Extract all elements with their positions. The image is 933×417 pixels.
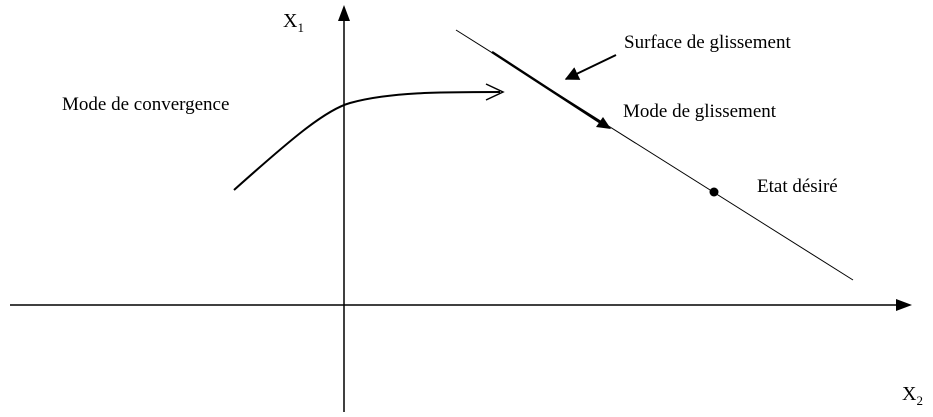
surface-pointer-arrow xyxy=(564,54,617,80)
x2-axis-subscript: 2 xyxy=(916,393,923,408)
x1-axis-arrowhead xyxy=(338,5,350,21)
x1-axis-letter: X xyxy=(283,10,298,32)
x2-axis-label: X2 xyxy=(902,383,923,408)
sliding-mode-arrowhead xyxy=(596,117,611,129)
x2-axis-arrowhead xyxy=(896,299,912,311)
x1-axis-subscript: 1 xyxy=(297,20,304,35)
sliding-mode-arrow xyxy=(491,50,605,127)
desired-state-point xyxy=(709,187,719,197)
surface-label: Surface de glissement xyxy=(624,32,791,53)
desired-state-label: Etat désiré xyxy=(757,176,838,197)
sliding-label: Mode de glissement xyxy=(623,101,777,122)
x2-axis-letter: X xyxy=(902,383,917,405)
convergence-curve xyxy=(233,91,501,191)
x1-axis-label: X1 xyxy=(283,10,304,35)
convergence-label: Mode de convergence xyxy=(62,94,229,115)
convergence-arrowhead xyxy=(485,83,505,101)
